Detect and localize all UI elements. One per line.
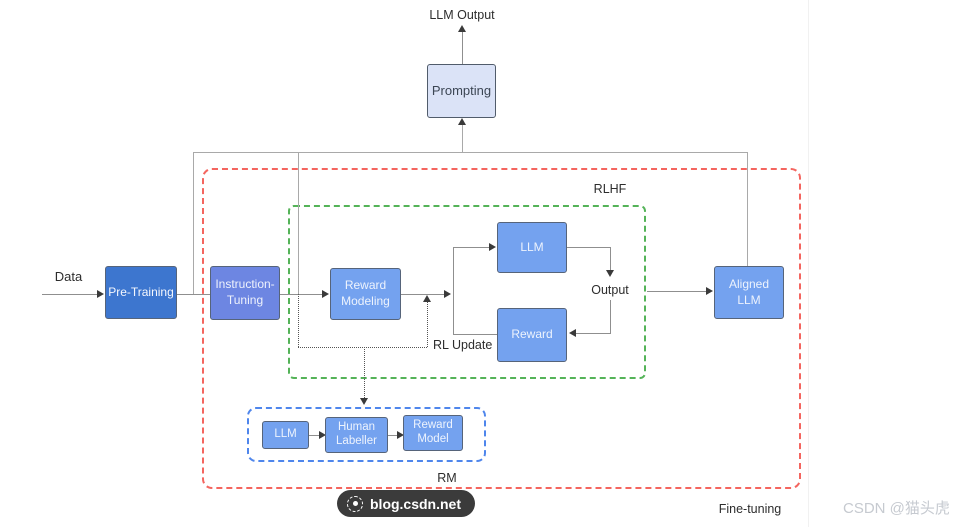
label-fine-tuning: Fine-tuning xyxy=(718,502,782,516)
connector-split-vertical xyxy=(453,247,454,335)
watermark-pill[interactable]: blog.csdn.net xyxy=(337,490,475,517)
arrowhead-llm-output xyxy=(458,25,466,32)
node-reward: Reward xyxy=(497,308,567,362)
connector-rmllm-human xyxy=(309,435,321,436)
connector-prompting-output xyxy=(462,32,463,64)
connector-llm-right xyxy=(567,247,610,248)
watermark-credit: CSDN @猫头虎 xyxy=(843,500,950,517)
node-aligned-llm: Aligned LLM xyxy=(714,266,784,319)
node-pre-training: Pre-Training xyxy=(105,266,177,319)
arrowhead-rl-update xyxy=(423,295,431,302)
connector-data-pretraining xyxy=(42,294,98,295)
region-rlhf xyxy=(288,205,646,379)
connector-pretraining-instruction xyxy=(177,294,210,295)
arrowhead-into-prompting xyxy=(458,118,466,125)
dotted-rlupdate-vertical xyxy=(427,302,428,347)
arrowhead-into-rewardmodel xyxy=(397,431,404,439)
arrowhead-into-human xyxy=(319,431,326,439)
connector-top-horizontal xyxy=(193,152,748,153)
label-output: Output xyxy=(591,283,629,297)
connector-top-mid-drop xyxy=(298,152,299,294)
node-reward-modeling: Reward Modeling xyxy=(330,268,401,320)
arrowhead-into-rm-region xyxy=(360,398,368,405)
csdn-globe-icon xyxy=(347,495,363,512)
arrowhead-into-output xyxy=(606,270,614,277)
connector-into-reward xyxy=(576,333,611,334)
arrowhead-into-aligned xyxy=(706,287,713,295)
region-rm xyxy=(247,407,486,462)
connector-down-to-output xyxy=(610,247,611,270)
connector-output-down xyxy=(610,300,611,333)
watermark-text: blog.csdn.net xyxy=(370,495,461,512)
label-rl-update: RL Update xyxy=(433,338,493,352)
label-data: Data xyxy=(54,269,83,284)
dotted-left-vertical xyxy=(298,294,299,347)
arrowhead-into-reward xyxy=(569,329,576,337)
arrowhead-into-pretraining xyxy=(97,290,104,298)
node-prompting: Prompting xyxy=(427,64,496,118)
node-rm-llm: LLM xyxy=(262,421,309,449)
label-rm: RM xyxy=(437,471,457,485)
connector-to-prompting xyxy=(462,125,463,152)
dotted-horizontal xyxy=(298,347,427,348)
connector-top-right-drop xyxy=(747,152,748,266)
node-reward-model: Reward Model xyxy=(403,415,463,451)
connector-split-to-llm xyxy=(453,247,490,248)
node-human-labeller: Human Labeller xyxy=(325,417,388,453)
connector-split-to-reward xyxy=(453,334,497,335)
connector-instruction-rewardmodeling xyxy=(280,294,323,295)
dotted-down-to-rm xyxy=(364,347,365,398)
label-llm-output: LLM Output xyxy=(429,8,495,22)
connector-top-left-drop xyxy=(193,152,194,294)
arrowhead-into-rewardmodeling xyxy=(322,290,329,298)
node-llm: LLM xyxy=(497,222,567,273)
connector-output-aligned xyxy=(647,291,707,292)
node-instruction-tuning: Instruction-Tuning xyxy=(210,266,280,320)
region-fine-tuning xyxy=(202,168,801,489)
label-rlhf: RLHF xyxy=(593,182,627,196)
arrowhead-into-split xyxy=(444,290,451,298)
page-edge-divider xyxy=(808,0,809,527)
connector-rewardmodeling-split xyxy=(401,294,444,295)
arrowhead-into-llm xyxy=(489,243,496,251)
connector-human-rewardmodel xyxy=(388,435,399,436)
